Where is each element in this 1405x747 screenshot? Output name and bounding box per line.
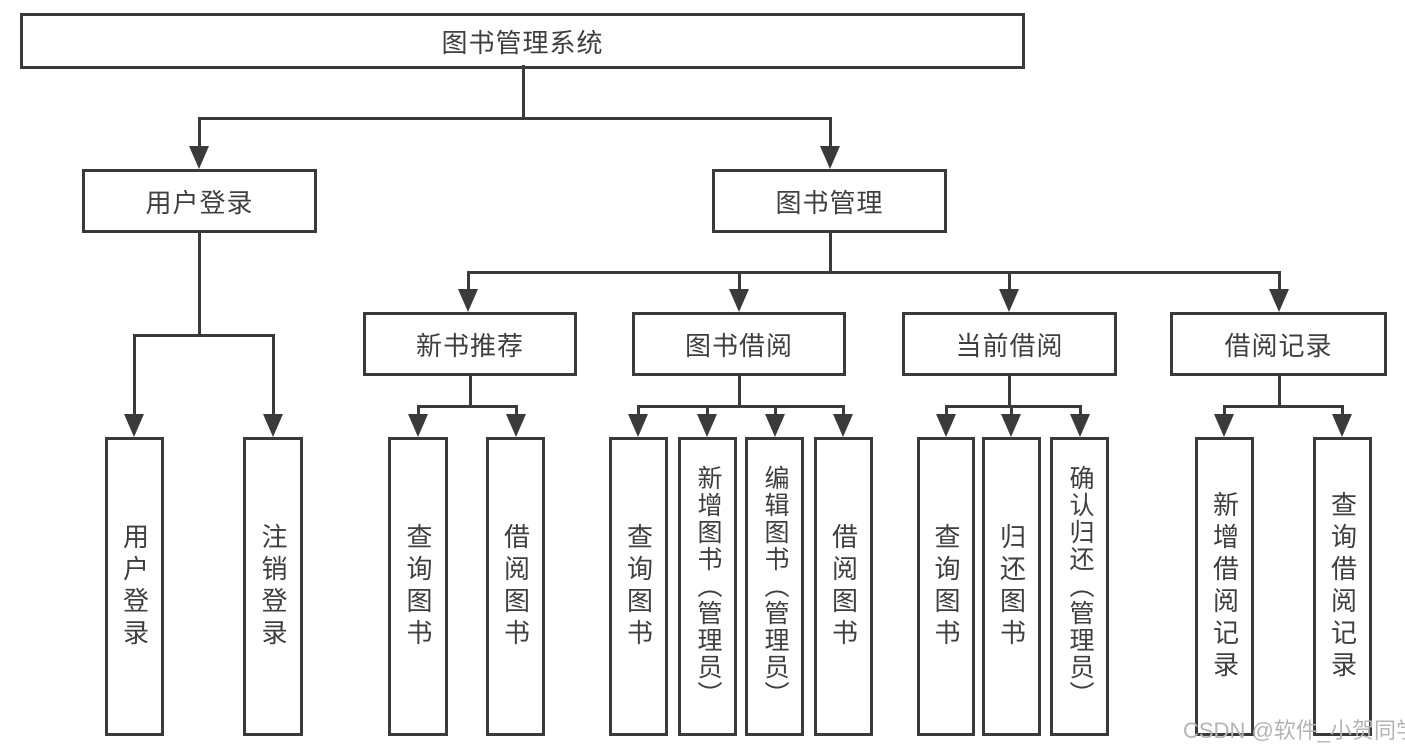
- node-library-management-system: 图书管理系统: [20, 13, 1025, 69]
- connector-line: [1223, 405, 1344, 408]
- connector-line: [738, 271, 741, 295]
- arrow-down-icon: [628, 414, 648, 437]
- connector-line: [1278, 374, 1281, 408]
- connector-line: [133, 334, 136, 420]
- leaf-add-borrow-record: 新增借阅记录: [1195, 437, 1254, 736]
- leaf-borrow-books-recommend: 借阅图书: [486, 437, 545, 736]
- node-label: 图书管理: [775, 187, 884, 218]
- arrow-down-icon: [1070, 414, 1090, 437]
- arrow-down-icon: [458, 289, 478, 312]
- leaf-query-books-recommend: 查询图书: [388, 437, 448, 736]
- leaf-user-login: 用户登录: [105, 437, 164, 736]
- arrow-down-icon: [1001, 414, 1021, 437]
- node-new-book-recommendation: 新书推荐: [363, 312, 577, 376]
- arrow-down-icon: [697, 414, 717, 437]
- node-label: 借阅记录: [1224, 330, 1333, 361]
- arrow-down-icon: [820, 146, 840, 169]
- connector-line: [1079, 405, 1082, 420]
- connector-line: [417, 405, 518, 408]
- leaf-label: 编辑图书（管理员）: [761, 465, 789, 708]
- leaf-query-borrow-record: 查询借阅记录: [1313, 437, 1372, 736]
- arrow-down-icon: [999, 289, 1019, 312]
- connector-line: [467, 271, 470, 295]
- leaf-label: 注销登录: [258, 522, 288, 651]
- arrow-down-icon: [1332, 414, 1352, 437]
- node-book-borrowing: 图书借阅: [632, 312, 846, 376]
- connector-line: [945, 405, 948, 420]
- connector-line: [272, 334, 275, 420]
- connector-line: [1223, 405, 1226, 420]
- connector-line: [467, 271, 1281, 274]
- leaf-label: 借阅图书: [828, 522, 859, 651]
- connector-line: [1010, 405, 1013, 420]
- connector-line: [198, 117, 832, 120]
- connector-line: [417, 405, 420, 420]
- connector-line: [1278, 271, 1281, 295]
- connector-line: [945, 405, 1082, 408]
- node-label: 用户登录: [145, 187, 254, 218]
- leaf-logout: 注销登录: [243, 437, 303, 736]
- leaf-add-books-admin: 新增图书（管理员）: [678, 437, 737, 736]
- node-label: 新书推荐: [415, 330, 524, 361]
- arrow-down-icon: [189, 146, 209, 169]
- leaf-label: 查询借阅记录: [1327, 490, 1358, 683]
- leaf-label: 新增图书（管理员）: [694, 465, 722, 708]
- connector-line: [637, 405, 640, 420]
- connector-line: [522, 65, 525, 120]
- leaf-label: 查询图书: [403, 522, 433, 651]
- arrow-down-icon: [729, 289, 749, 312]
- node-borrowing-records: 借阅记录: [1170, 312, 1387, 376]
- leaf-label: 借阅图书: [500, 522, 531, 651]
- arrow-down-icon: [1269, 289, 1289, 312]
- connector-line: [829, 117, 832, 152]
- leaf-label: 新增借阅记录: [1209, 490, 1240, 683]
- arrow-down-icon: [263, 414, 283, 437]
- arrow-down-icon: [506, 414, 526, 437]
- connector-line: [706, 405, 709, 420]
- arrow-down-icon: [833, 414, 853, 437]
- node-label: 图书管理系统: [441, 27, 604, 58]
- csdn-watermark: CSDN @软件_小贺同学: [1183, 718, 1405, 743]
- connector-line: [637, 405, 845, 408]
- node-label: 当前借阅: [955, 330, 1064, 361]
- node-label: 图书借阅: [684, 330, 793, 361]
- arrow-down-icon: [936, 414, 956, 437]
- connector-line: [198, 117, 201, 152]
- leaf-label: 查询图书: [623, 522, 654, 651]
- leaf-return-books: 归还图书: [982, 437, 1041, 736]
- leaf-label: 查询图书: [931, 522, 961, 651]
- leaf-confirm-return-admin: 确认归还（管理员）: [1050, 437, 1109, 736]
- connector-line: [1008, 374, 1011, 408]
- connector-line: [133, 334, 275, 337]
- node-current-borrowing: 当前借阅: [902, 312, 1117, 376]
- connector-line: [515, 405, 518, 420]
- leaf-label: 确认归还（管理员）: [1066, 465, 1094, 708]
- leaf-label: 归还图书: [996, 522, 1027, 651]
- leaf-query-books-current: 查询图书: [917, 437, 975, 736]
- arrow-down-icon: [765, 414, 785, 437]
- arrow-down-icon: [124, 414, 144, 437]
- leaf-borrow-books: 借阅图书: [814, 437, 873, 736]
- arrow-down-icon: [1214, 414, 1234, 437]
- arrow-down-icon: [408, 414, 428, 437]
- connector-line: [198, 231, 201, 337]
- leaf-edit-books-admin: 编辑图书（管理员）: [745, 437, 804, 736]
- leaf-label: 用户登录: [119, 522, 150, 651]
- node-user-login: 用户登录: [82, 169, 317, 233]
- connector-line: [469, 374, 472, 408]
- connector-line: [774, 405, 777, 420]
- connector-line: [738, 374, 741, 408]
- node-book-management: 图书管理: [712, 169, 947, 233]
- connector-line: [1008, 271, 1011, 295]
- connector-line: [842, 405, 845, 420]
- leaf-query-books-borrow: 查询图书: [609, 437, 668, 736]
- connector-line: [829, 231, 832, 274]
- connector-line: [1341, 405, 1344, 420]
